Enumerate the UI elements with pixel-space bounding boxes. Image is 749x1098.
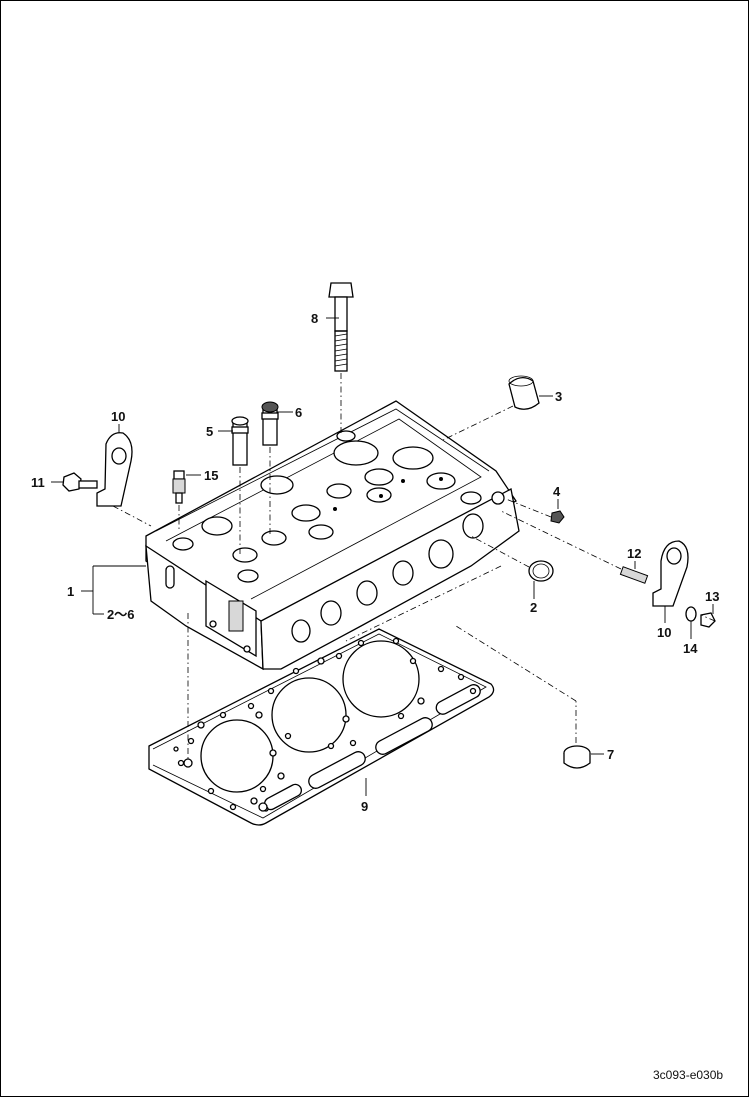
head-top-ports — [172, 430, 482, 583]
cylinder-head — [145, 400, 520, 671]
callout-9: 9 — [361, 799, 368, 814]
hanger-nut — [700, 612, 716, 628]
callout-13: 13 — [705, 589, 719, 604]
gasket-bore-1 — [200, 719, 274, 793]
valve-guide-6 — [261, 401, 279, 446]
callout-7: 7 — [607, 747, 614, 762]
leader-lines — [51, 317, 714, 796]
callout-10-left: 10 — [111, 409, 125, 424]
gasket-bore-2 — [271, 677, 347, 753]
head-bolt — [328, 282, 354, 372]
callout-12: 12 — [627, 546, 641, 561]
small-nut — [550, 510, 565, 524]
seal-ring — [528, 560, 554, 582]
plug-cap — [508, 375, 540, 410]
head-side-ports — [291, 491, 505, 643]
stud-bolt — [619, 566, 649, 584]
head-gasket — [148, 628, 495, 826]
callout-2: 2 — [530, 600, 537, 615]
callout-10-right: 10 — [657, 625, 671, 640]
callout-15: 15 — [204, 468, 218, 483]
callout-4: 4 — [553, 484, 561, 499]
callout-3: 3 — [555, 389, 562, 404]
gasket-bore-3 — [342, 640, 420, 718]
engine-hanger-left — [96, 432, 133, 507]
engine-hanger-right — [652, 540, 689, 607]
callout-6: 6 — [295, 405, 302, 420]
figure-id: 3c093-e030b — [653, 1068, 723, 1082]
plug — [563, 745, 591, 769]
callout-2-6: 2～6 — [107, 607, 134, 622]
hanger-washer — [685, 606, 697, 622]
callout-8: 8 — [311, 311, 318, 326]
temperature-sensor — [172, 470, 186, 504]
callout-11: 11 — [31, 475, 45, 490]
hanger-bolt — [62, 472, 98, 492]
callout-14: 14 — [683, 641, 698, 656]
callout-1: 1 — [67, 584, 74, 599]
callout-5: 5 — [206, 424, 213, 439]
valve-guide-5 — [231, 416, 249, 466]
